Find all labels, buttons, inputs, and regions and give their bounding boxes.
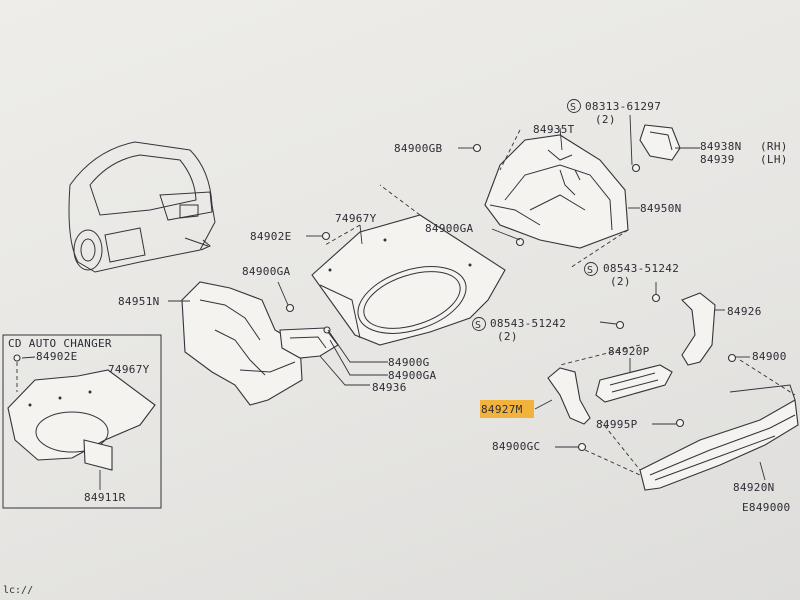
label-84939[interactable]: 84939 [700, 153, 735, 166]
inset-title: CD AUTO CHANGER [8, 337, 112, 350]
label-84939-side: (LH) [760, 153, 788, 166]
label-84900g[interactable]: 84900G [388, 356, 430, 369]
part-labels: S 08313-61297 (2) 84935T 84938N (RH) 849… [118, 99, 790, 514]
label-84938n[interactable]: 84938N [700, 140, 742, 153]
cover-84920p [595, 364, 673, 403]
label-84900ga-low[interactable]: 84900GA [388, 369, 437, 382]
finisher-84926 [681, 292, 716, 366]
label-84902e[interactable]: 84902E [250, 230, 292, 243]
leader-lines [168, 114, 766, 481]
label-screw-low[interactable]: 08543-51242 [490, 317, 566, 330]
rear-plate-84920n [584, 359, 799, 491]
fasteners [285, 143, 737, 452]
screw-symbol: S [570, 102, 576, 113]
screw-symbol-low: S [475, 320, 481, 331]
bracket-84938n [639, 124, 681, 161]
car-sketch [68, 141, 216, 273]
label-84936[interactable]: 84936 [372, 381, 407, 394]
label-84900ga-top[interactable]: 84900GA [425, 222, 474, 235]
inset-label-84911r[interactable]: 84911R [84, 491, 126, 504]
label-screw-top[interactable]: 08313-61297 [585, 100, 661, 113]
label-84927m[interactable]: 84927M [481, 403, 523, 416]
label-84926[interactable]: 84926 [727, 305, 762, 318]
inset-label-84902e[interactable]: 84902E [36, 350, 78, 363]
label-84900gc[interactable]: 84900GC [492, 440, 540, 453]
inset-label-74967y[interactable]: 74967Y [108, 363, 150, 376]
trunk-floor-mat [311, 214, 506, 346]
label-screw-low-qty: (2) [497, 330, 518, 343]
label-screw-mid-qty: (2) [610, 275, 631, 288]
label-84900-right[interactable]: 84900 [752, 350, 787, 363]
label-84935t[interactable]: 84935T [533, 123, 575, 136]
part-highlight [480, 400, 534, 418]
label-screw-mid[interactable]: 08543-51242 [603, 262, 679, 275]
diagram-code: E849000 [742, 501, 790, 514]
label-84920n[interactable]: 84920N [733, 481, 775, 494]
screw-symbol-mid-icon [584, 262, 598, 276]
mounting-lines [324, 129, 641, 366]
inset-cd-auto-changer: CD AUTO CHANGER 84902E 74967Y 84911R [2, 334, 162, 509]
trim-84927m [547, 367, 591, 425]
label-74967y[interactable]: 74967Y [335, 212, 377, 225]
label-84950n[interactable]: 84950N [640, 202, 682, 215]
label-84900gb[interactable]: 84900GB [394, 142, 443, 155]
status-url-fragment: lc:// [3, 585, 34, 596]
label-84938n-side: (RH) [760, 140, 788, 153]
left-side-trim [181, 281, 303, 406]
right-side-trim [484, 134, 629, 249]
screw-symbol-low-icon [472, 317, 486, 331]
label-84900ga-left[interactable]: 84900GA [242, 265, 291, 278]
screw-symbol-mid: S [587, 265, 593, 276]
label-84995p[interactable]: 84995P [596, 418, 638, 431]
label-84920p[interactable]: 84920P [608, 345, 650, 358]
label-screw-top-qty: (2) [595, 113, 616, 126]
screw-symbol-icon [567, 99, 581, 113]
label-84951n[interactable]: 84951N [118, 295, 160, 308]
